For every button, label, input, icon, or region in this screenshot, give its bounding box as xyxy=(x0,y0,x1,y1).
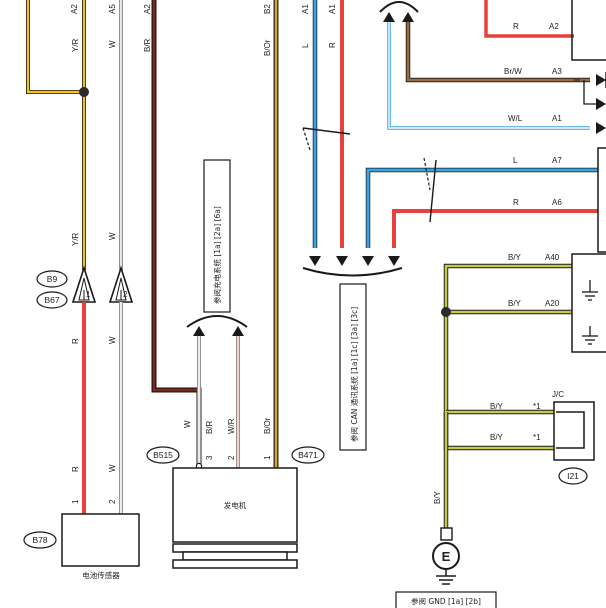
conn-b78-oval xyxy=(23,531,57,549)
twist-marker-2 xyxy=(429,159,437,223)
rt-r2-label: R xyxy=(513,198,519,207)
label-pin1: 1 xyxy=(71,499,80,504)
alt-pin1: 1 xyxy=(263,455,272,460)
by4-label: B/Y xyxy=(490,433,504,442)
conn-i21-oval xyxy=(558,467,588,485)
can-ref-text: 参阅 CAN 通讯系统 [1a] [1c] [3a] [3c] xyxy=(349,307,359,442)
label-r-bot: R xyxy=(71,466,80,472)
pin-a1-blue: A1 xyxy=(301,4,310,14)
ecu-box-mid xyxy=(597,147,606,253)
can-r-wire-right xyxy=(392,209,598,248)
rt-wl-pin: A1 xyxy=(552,114,562,123)
label-br: B/R xyxy=(143,38,152,52)
by2-pin: A20 xyxy=(545,299,560,308)
label-yr-mid: Y/R xyxy=(71,232,80,246)
alt-pin2: 2 xyxy=(227,455,236,460)
rt-brw-pin: A3 xyxy=(552,67,562,76)
alternator-body xyxy=(172,467,298,569)
conn-b67: B67 xyxy=(44,295,59,305)
jc-label: J/C xyxy=(552,390,564,399)
ecu-box-ground xyxy=(571,253,606,353)
rt-brw-label: Br/W xyxy=(504,67,522,76)
label-yr-top: Y/R xyxy=(71,38,80,52)
br-wire xyxy=(151,0,202,468)
label-w-lower: W xyxy=(108,336,117,344)
alt-wire-br: B/R xyxy=(205,420,214,434)
label-r-lower: R xyxy=(71,338,80,344)
brw-wire xyxy=(405,22,590,83)
charging-ref-box xyxy=(203,159,231,313)
alt-wire-bor: B/Or xyxy=(263,417,272,434)
can-connector xyxy=(302,256,403,277)
label-w-bot: W xyxy=(108,464,117,472)
pin-a5: A5 xyxy=(108,4,117,14)
label-r-top: R xyxy=(328,42,337,48)
conn-b515: B515 xyxy=(153,450,173,460)
conn-b67-oval xyxy=(36,291,68,309)
ground-ref-text: 参阅 GND [1a] [2b] xyxy=(411,596,481,606)
twist-marker-2b xyxy=(423,157,431,191)
alternator-label: 发电机 xyxy=(224,500,247,510)
b67-pin2: 2 xyxy=(123,290,128,299)
yr-wire xyxy=(26,0,86,270)
charging-ref-text: 参阅充电系统 [1a] [2a] [6a] xyxy=(212,206,222,304)
pin-a2-mid: A2 xyxy=(143,4,152,14)
alt-wire-w: W xyxy=(183,420,192,428)
conn-i21: I21 xyxy=(567,471,579,481)
ground-e-letter: E xyxy=(442,549,451,564)
twist-marker-1 xyxy=(302,127,351,135)
rt-wl-label: W/L xyxy=(508,114,523,123)
by2-label: B/Y xyxy=(508,299,522,308)
jc-box xyxy=(553,401,595,461)
wl-wire xyxy=(387,22,590,130)
rt-l-pin: A7 xyxy=(552,156,562,165)
by3-label: B/Y xyxy=(490,402,504,411)
rt-l-label: L xyxy=(513,156,518,165)
by1-pin: A40 xyxy=(545,253,560,262)
by3-star: *1 xyxy=(533,402,541,411)
conn-b471: B471 xyxy=(298,450,318,460)
ground-e-symbol xyxy=(432,527,460,585)
splice-node-yr xyxy=(79,87,89,97)
b67-pin1: 1 xyxy=(86,290,91,299)
diode-icons xyxy=(574,72,606,134)
alternator-connector xyxy=(186,315,248,468)
can-ref-box xyxy=(339,283,367,451)
r-wire-top-right xyxy=(484,0,574,38)
rt-r2-pin: A6 xyxy=(552,198,562,207)
conn-b9-oval xyxy=(36,270,68,288)
pin-b2: B2 xyxy=(263,4,272,14)
label-pin2: 2 xyxy=(108,499,117,504)
by-vert-label: B/Y xyxy=(433,490,442,504)
pin-a2-left: A2 xyxy=(70,4,79,14)
label-w-mid: W xyxy=(108,232,117,240)
rt-r-label: R xyxy=(513,22,519,31)
jc-inner xyxy=(556,411,585,449)
conn-b471-oval xyxy=(291,446,325,464)
alt-pin3: 3 xyxy=(205,455,214,460)
ground-ref-box xyxy=(395,591,497,608)
ecu-box-top xyxy=(571,0,606,61)
by-ground-wires xyxy=(443,263,572,528)
twist-marker-1b xyxy=(302,127,311,151)
can-l-wire-right xyxy=(365,167,598,248)
rt-r-pin: A2 xyxy=(549,22,559,31)
label-bor-top: B/Or xyxy=(263,39,272,56)
conn-b515-oval xyxy=(146,446,180,464)
pin-a1-red: A1 xyxy=(328,4,337,14)
battery-sensor-label: 电池传感器 xyxy=(82,570,120,580)
top-right-connector xyxy=(379,1,419,22)
conn-b9: B9 xyxy=(47,274,58,284)
by4-star: *1 xyxy=(533,433,541,442)
conn-b78: B78 xyxy=(32,535,47,545)
battery-sensor-box xyxy=(61,513,140,567)
label-w-top: W xyxy=(108,40,117,48)
by1-label: B/Y xyxy=(508,253,522,262)
alt-wire-wr: W/R xyxy=(227,418,236,434)
splice-node-by xyxy=(441,307,451,317)
label-l-top: L xyxy=(301,43,310,48)
